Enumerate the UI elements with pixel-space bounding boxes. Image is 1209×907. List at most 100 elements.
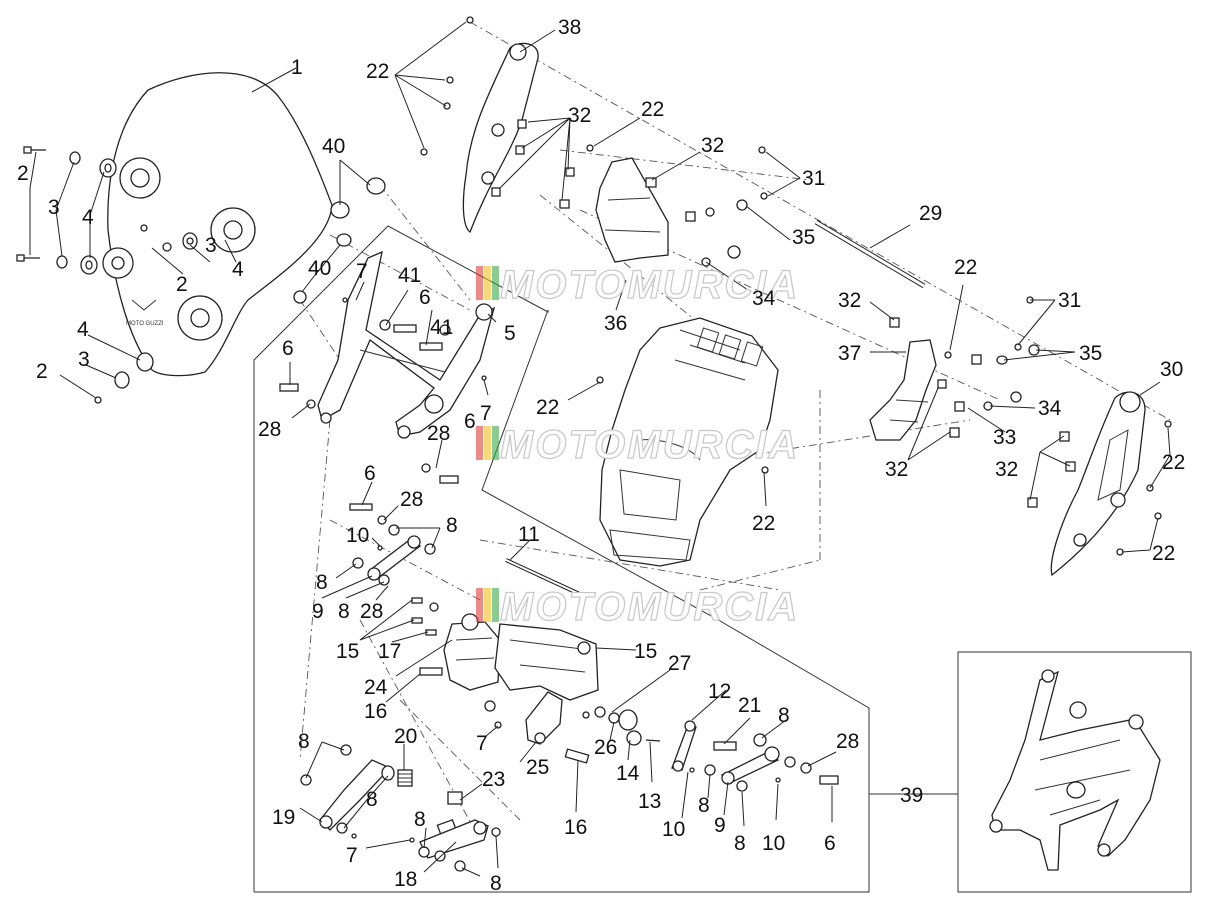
windshield-logo-text: MOTO GUZZI	[126, 321, 164, 327]
assembly-outline	[253, 225, 1192, 893]
callout-16-b: 16	[564, 816, 587, 839]
callout-32-d: 32	[995, 458, 1018, 481]
right-side-panel	[1027, 391, 1172, 577]
callout-12: 12	[708, 680, 731, 703]
callout-28-d: 28	[360, 600, 383, 623]
callout-28-e: 28	[836, 730, 859, 753]
callout-27: 27	[668, 652, 691, 675]
inset-frame-box	[957, 651, 1192, 893]
callout-4-b: 4	[232, 258, 244, 281]
callout-22-b: 22	[641, 98, 664, 121]
watermark-top: MOTOMURCIA	[476, 262, 799, 308]
callout-34-a: 34	[752, 287, 776, 310]
callout-20: 20	[394, 725, 417, 748]
callout-6-d: 6	[824, 832, 836, 855]
callout-22-g: 22	[752, 512, 775, 535]
callout-32-b: 32	[701, 134, 724, 157]
watermark-text-1: MOTOMURCIA	[500, 263, 799, 307]
callout-5: 5	[504, 322, 516, 345]
callout-39: 39	[900, 784, 923, 807]
left-inner-bracket	[559, 144, 768, 267]
callout-19: 19	[272, 806, 295, 829]
callout-9-b: 9	[714, 814, 726, 837]
callout-22-a: 22	[366, 60, 389, 83]
callout-10-c: 10	[762, 832, 785, 855]
callout-31-b: 31	[1058, 289, 1081, 312]
right-inner-bracket	[869, 296, 1040, 441]
callout-8-h: 8	[414, 808, 426, 831]
callout-22-e: 22	[1152, 542, 1175, 565]
guzzi-eagle-icon	[131, 299, 157, 311]
callout-8-b: 8	[316, 571, 328, 594]
callout-2-b: 2	[176, 273, 188, 296]
callout-33: 33	[993, 426, 1016, 449]
callout-6-e: 6	[464, 410, 476, 433]
callout-4-c: 4	[77, 318, 89, 341]
callout-8-g: 8	[366, 788, 378, 811]
windshield-fasteners	[16, 146, 198, 404]
callout-14: 14	[616, 762, 640, 785]
callout-8-d: 8	[778, 704, 790, 727]
callout-7-c: 7	[476, 732, 488, 755]
callout-10-b: 10	[662, 818, 685, 841]
callout-34-b: 34	[1038, 397, 1062, 420]
callout-7-a: 7	[356, 260, 368, 283]
callout-7-d: 7	[346, 844, 358, 867]
callout-38: 38	[558, 16, 581, 39]
callout-41-b: 41	[430, 316, 453, 339]
callout-16-a: 16	[364, 700, 387, 723]
callout-2-c: 2	[36, 360, 48, 383]
callout-15-b: 15	[634, 640, 657, 663]
watermark-text-2: MOTOMURCIA	[500, 423, 799, 467]
callout-8-e: 8	[298, 730, 310, 753]
callout-22-f: 22	[536, 396, 559, 419]
callout-36: 36	[604, 312, 627, 335]
callout-32-e: 32	[885, 458, 908, 481]
callout-17: 17	[378, 640, 401, 663]
callout-37: 37	[838, 342, 861, 365]
callout-8-f: 8	[698, 794, 710, 817]
callout-6-b: 6	[282, 337, 294, 360]
callout-22-d: 22	[1162, 451, 1185, 474]
callout-31-a: 31	[802, 167, 825, 190]
callout-40-a: 40	[322, 135, 345, 158]
callout-23: 23	[482, 768, 505, 791]
watermark-middle: MOTOMURCIA	[476, 422, 799, 468]
callout-35-b: 35	[1079, 342, 1102, 365]
callout-35-a: 35	[792, 226, 815, 249]
adjust-mechanism	[300, 503, 839, 872]
callout-30: 30	[1160, 358, 1183, 381]
callout-1: 1	[291, 56, 303, 79]
windshield: MOTO GUZZI	[102, 72, 333, 377]
callout-18: 18	[394, 868, 417, 891]
callout-41-a: 41	[398, 264, 421, 287]
callout-28-b: 28	[427, 422, 450, 445]
watermark-text-3: MOTOMURCIA	[500, 585, 799, 629]
leader-lines	[29, 21, 1171, 877]
callout-25: 25	[526, 756, 549, 779]
callout-10-a: 10	[346, 524, 369, 547]
callout-13: 13	[638, 790, 661, 813]
callout-3-c: 3	[78, 348, 90, 371]
callout-6-c: 6	[364, 462, 376, 485]
watermark-bottom: MOTOMURCIA	[476, 584, 799, 630]
callout-11: 11	[518, 523, 540, 546]
callout-8-c: 8	[338, 600, 350, 623]
callout-9-a: 9	[312, 600, 324, 623]
callout-28-c: 28	[400, 488, 423, 511]
callout-8-a: 8	[446, 514, 458, 537]
callout-4-a: 4	[82, 206, 94, 229]
left-side-panel	[420, 16, 539, 234]
callout-22-c: 22	[954, 256, 977, 279]
callout-6-a: 6	[419, 286, 431, 309]
callout-32-a: 32	[568, 104, 591, 127]
inset-complete-frame	[989, 669, 1161, 871]
callout-29: 29	[919, 202, 942, 225]
callout-2-a: 2	[17, 162, 29, 185]
callout-15-a: 15	[336, 640, 359, 663]
callout-40-b: 40	[308, 257, 331, 280]
callout-3-a: 3	[48, 196, 60, 219]
callout-28-a: 28	[258, 418, 281, 441]
callout-24: 24	[364, 676, 388, 699]
